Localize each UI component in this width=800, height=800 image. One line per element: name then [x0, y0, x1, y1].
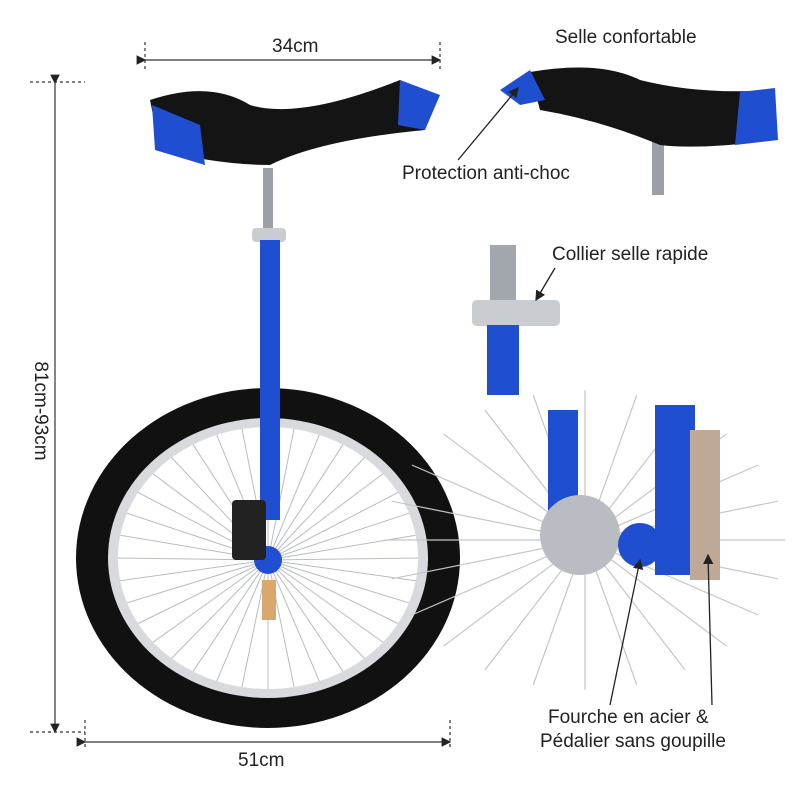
spoke: [267, 559, 399, 624]
spoke: [126, 559, 269, 604]
dimension-lines: [30, 42, 452, 750]
spoke: [267, 559, 416, 582]
wheel: [76, 388, 460, 728]
fork-feature-label-1: Fourche en acier &: [548, 707, 709, 728]
spoke: [137, 559, 269, 624]
spoke: [267, 434, 320, 561]
spoke: [152, 559, 269, 643]
wheel-size-label: 51cm: [238, 750, 285, 771]
saddle: [150, 80, 440, 165]
spoke: [216, 559, 269, 682]
hub-closeup: [385, 390, 785, 690]
annotation-arrows: [457, 87, 714, 706]
spoke: [267, 428, 295, 561]
frame: [232, 168, 286, 620]
spoke: [192, 559, 269, 672]
spoke: [267, 492, 399, 561]
saddle-feature-label: Selle confortable: [555, 27, 697, 48]
spoke: [267, 559, 384, 643]
clamp-feature-label: Collier selle rapide: [552, 244, 709, 265]
spoke: [267, 457, 365, 561]
spoke: [267, 559, 344, 672]
spoke: [267, 557, 419, 561]
spoke: [267, 559, 320, 682]
spoke: [267, 559, 365, 659]
spoke: [267, 473, 384, 561]
protection-feature-label: Protection anti-choc: [402, 163, 570, 184]
spoke: [267, 512, 410, 561]
spoke: [120, 559, 269, 582]
spoke: [267, 444, 344, 561]
height-label: 81cm-93cm: [30, 361, 51, 461]
fork-feature-label-2: Pédalier sans goupille: [540, 731, 726, 752]
spoke: [171, 559, 269, 659]
spoke: [267, 559, 410, 604]
saddle-closeup: [500, 67, 778, 195]
spoke: [267, 534, 416, 561]
clamp-closeup: [472, 245, 560, 395]
seat-width-label: 34cm: [272, 36, 319, 57]
